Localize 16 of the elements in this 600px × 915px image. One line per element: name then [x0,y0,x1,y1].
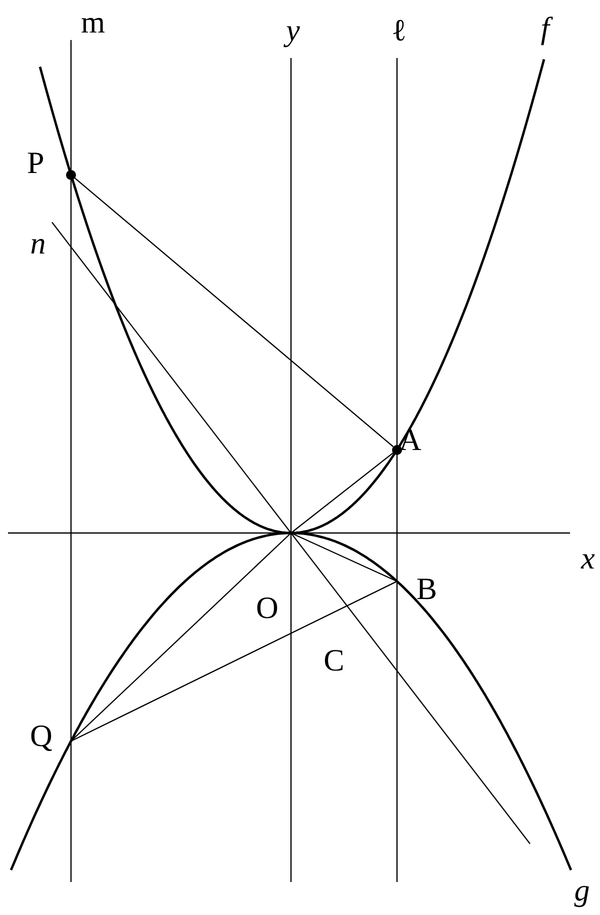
line-label: g [574,874,590,906]
line-label: y [286,14,300,46]
line-label: C [324,644,344,676]
point-label: P [27,146,44,178]
point-label: Q [30,715,71,755]
line-label: ℓ [392,14,406,46]
line-segment [70,580,398,742]
line-segment [290,532,398,582]
point-label: O [256,533,291,623]
line-segment [74,178,394,448]
line-segment [70,532,292,742]
line-label: x [581,542,595,574]
line-label: n [30,228,46,258]
line-label: m [80,6,106,38]
point-label: B [397,568,437,608]
line-segment [290,452,394,534]
